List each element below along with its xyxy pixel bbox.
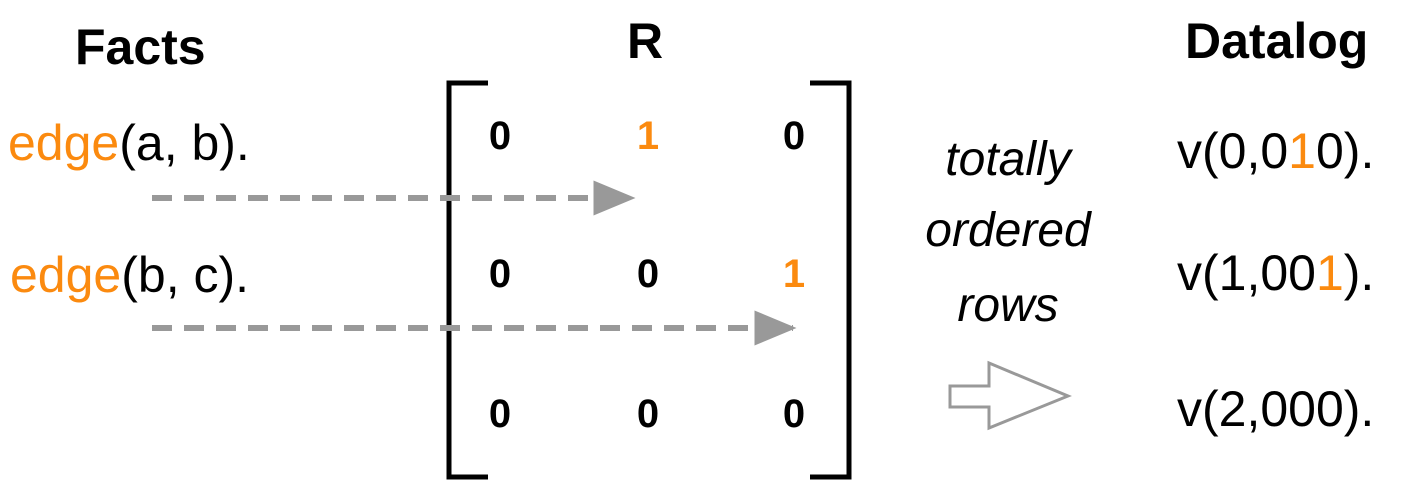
datalog-row-1: v(1,001). <box>1177 248 1374 298</box>
datalog-row-suffix: 0). <box>1315 123 1375 179</box>
matrix-cell-r0-c1: 1 <box>636 114 660 158</box>
matrix-cell-r1-c0: 0 <box>488 252 512 296</box>
datalog-row-0: v(0,010). <box>1177 126 1374 176</box>
transform-label-line-1: totally <box>945 133 1071 186</box>
fact-edge-a-b: edge(a, b). <box>8 118 250 168</box>
matrix-right-bracket <box>810 80 852 480</box>
matrix-cell-r1-c2: 1 <box>782 252 806 296</box>
datalog-heading: Datalog <box>1185 13 1369 69</box>
datalog-row-prefix: v(0,0 <box>1177 123 1289 179</box>
fact-edge-b-c: edge(b, c). <box>10 250 249 300</box>
matrix-cell-r1-c1: 0 <box>636 252 660 296</box>
datalog-row-highlight: 1 <box>1288 123 1316 179</box>
transform-label-line-2: ordered <box>925 204 1091 257</box>
matrix-left-bracket <box>446 80 488 480</box>
datalog-row-prefix: v(2,000). <box>1177 381 1375 437</box>
fact-predicate: edge <box>10 247 122 303</box>
matrix-cell-r2-c0: 0 <box>488 392 512 436</box>
facts-heading: Facts <box>75 19 206 75</box>
fact-args: (a, b). <box>119 115 250 171</box>
fact-args: (b, c). <box>121 247 250 303</box>
transform-arrow-icon <box>948 360 1072 431</box>
matrix-cell-r0-c2: 0 <box>782 114 806 158</box>
datalog-row-highlight: 1 <box>1315 245 1344 301</box>
matrix-cell-r0-c0: 0 <box>488 114 512 158</box>
datalog-row-suffix: ). <box>1343 245 1375 301</box>
matrix-heading: R <box>627 13 664 69</box>
matrix-cell-r2-c2: 0 <box>782 392 806 436</box>
matrix-cell-r2-c1: 0 <box>636 392 660 436</box>
transform-label-line-3: rows <box>957 279 1059 332</box>
fact-predicate: edge <box>8 115 120 171</box>
datalog-row-2: v(2,000). <box>1177 384 1374 434</box>
datalog-row-prefix: v(1,00 <box>1177 245 1316 301</box>
